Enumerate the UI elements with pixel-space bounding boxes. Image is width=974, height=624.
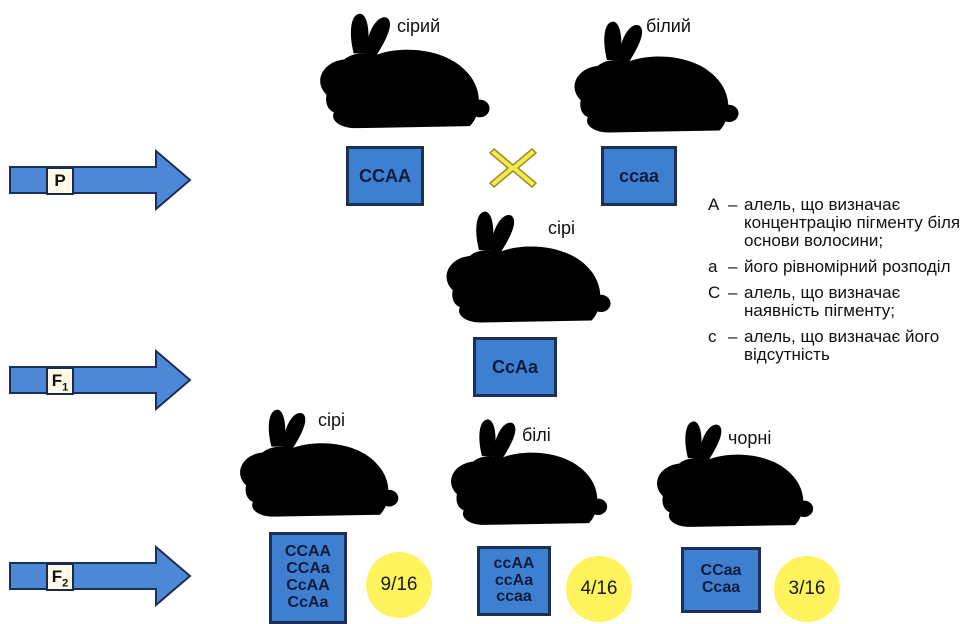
legend-row: a– його рівномірний розподіл (708, 257, 951, 276)
legend-row: c– алель, що визначає його відсутність (708, 327, 940, 364)
genotype-box-f2-grey: CCAA CCAa CcAA CcAa (269, 532, 347, 624)
parent-right-caption: білий (646, 16, 691, 36)
f1-caption: сірі (548, 218, 576, 238)
ratio-circle-white: 4/16 (566, 556, 632, 622)
legend-row: C– алель, що визначає наявність пігменту… (708, 283, 901, 320)
f2-black-caption: чорні (728, 428, 772, 448)
genotype-box-parent-left: CCAA (346, 146, 424, 206)
generation-label-f1: F1 (46, 367, 74, 395)
genotype-box-f2-white: ccAA ccAa ccaa (477, 546, 551, 616)
cross-symbol (488, 145, 538, 191)
genotype-box-f2-black: CCaa Ccaa (681, 547, 761, 613)
cross-icon (488, 147, 538, 189)
black-rabbit-f2: .b .ear,.b .body{fill:#15161c;stroke:#00… (657, 421, 814, 527)
ratio-circle-grey: 9/16 (366, 552, 432, 618)
generation-arrow-f2: F2 (8, 545, 192, 607)
ratio-circle-black: 3/16 (774, 556, 840, 622)
generation-arrow-p: P (8, 149, 192, 211)
arrow-icon (9, 149, 192, 211)
grey-rabbit-f2: .g3 .ear,.g3 .body{fill:#a9afc1;stroke:#… (240, 409, 399, 517)
generation-label-f2: F2 (46, 563, 74, 591)
f2-grey-caption: сірі (318, 410, 346, 430)
arrow-icon (9, 349, 192, 411)
generation-arrow-f1: F1 (8, 349, 192, 411)
arrow-icon (9, 545, 192, 607)
allele-legend: A– алель, що визначає концентрацію пігме… (708, 196, 970, 372)
genotype-box-f1: CcAa (473, 337, 557, 397)
parent-left-caption: сірий (397, 16, 441, 36)
white-rabbit-f2: .w2 .ear,.w2 .body{fill:#f6f7f9;stroke:#… (451, 419, 608, 525)
genotype-box-parent-right: ccaa (601, 146, 677, 206)
f2-white-caption: білі (522, 425, 551, 445)
grey-rabbit-f1: .g2 .ear,.g2 .body{fill:#c6ccda;stroke:#… (446, 211, 611, 323)
grey-rabbit-parent: .g .ear,.g .body{fill:#b9bfcf;stroke:#3a… (320, 13, 490, 129)
generation-label-p: P (46, 167, 74, 195)
legend-row: A– алель, що визначає концентрацію пігме… (708, 195, 961, 250)
